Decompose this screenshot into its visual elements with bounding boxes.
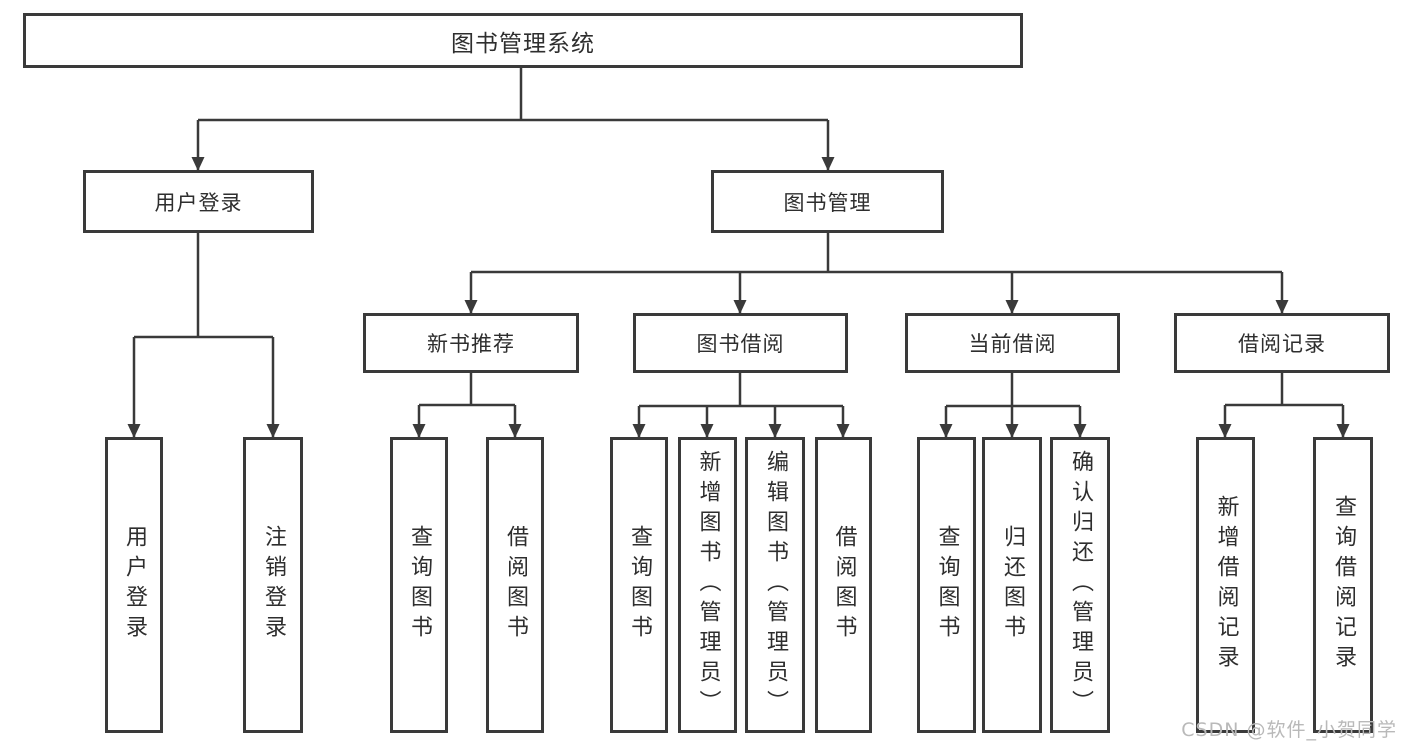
leaf-query-borrow-record: 查询借阅记录 (1313, 437, 1373, 733)
leaf-query-books-recommend: 查询图书 (390, 437, 448, 733)
node-library-system: 图书管理系统 (23, 13, 1023, 68)
leaf-query-books-borrowing: 查询图书 (610, 437, 668, 733)
leaf-user-login: 用户登录 (105, 437, 163, 733)
leaf-add-borrow-record: 新增借阅记录 (1196, 437, 1255, 733)
node-current-borrowing: 当前借阅 (905, 313, 1120, 373)
leaf-add-book-admin: 新增图书（管理员） (678, 437, 737, 733)
node-borrowing-records: 借阅记录 (1174, 313, 1390, 373)
watermark: CSDN @软件_小贺同学 (1181, 719, 1397, 741)
leaf-edit-book-admin: 编辑图书（管理员） (745, 437, 805, 733)
node-user-login: 用户登录 (83, 170, 314, 233)
leaf-borrow-books-recommend: 借阅图书 (486, 437, 544, 733)
connector-arrows (127, 120, 1350, 438)
node-book-management: 图书管理 (711, 170, 944, 233)
node-new-book-recommendation: 新书推荐 (363, 313, 579, 373)
leaf-query-books-current: 查询图书 (917, 437, 976, 733)
leaf-borrow-books-borrowing: 借阅图书 (815, 437, 872, 733)
node-book-borrowing: 图书借阅 (633, 313, 848, 373)
leaf-logout: 注销登录 (243, 437, 303, 733)
leaf-confirm-return-admin: 确认归还（管理员） (1050, 437, 1110, 733)
connector-trunks (134, 68, 1343, 408)
leaf-return-book: 归还图书 (982, 437, 1042, 733)
